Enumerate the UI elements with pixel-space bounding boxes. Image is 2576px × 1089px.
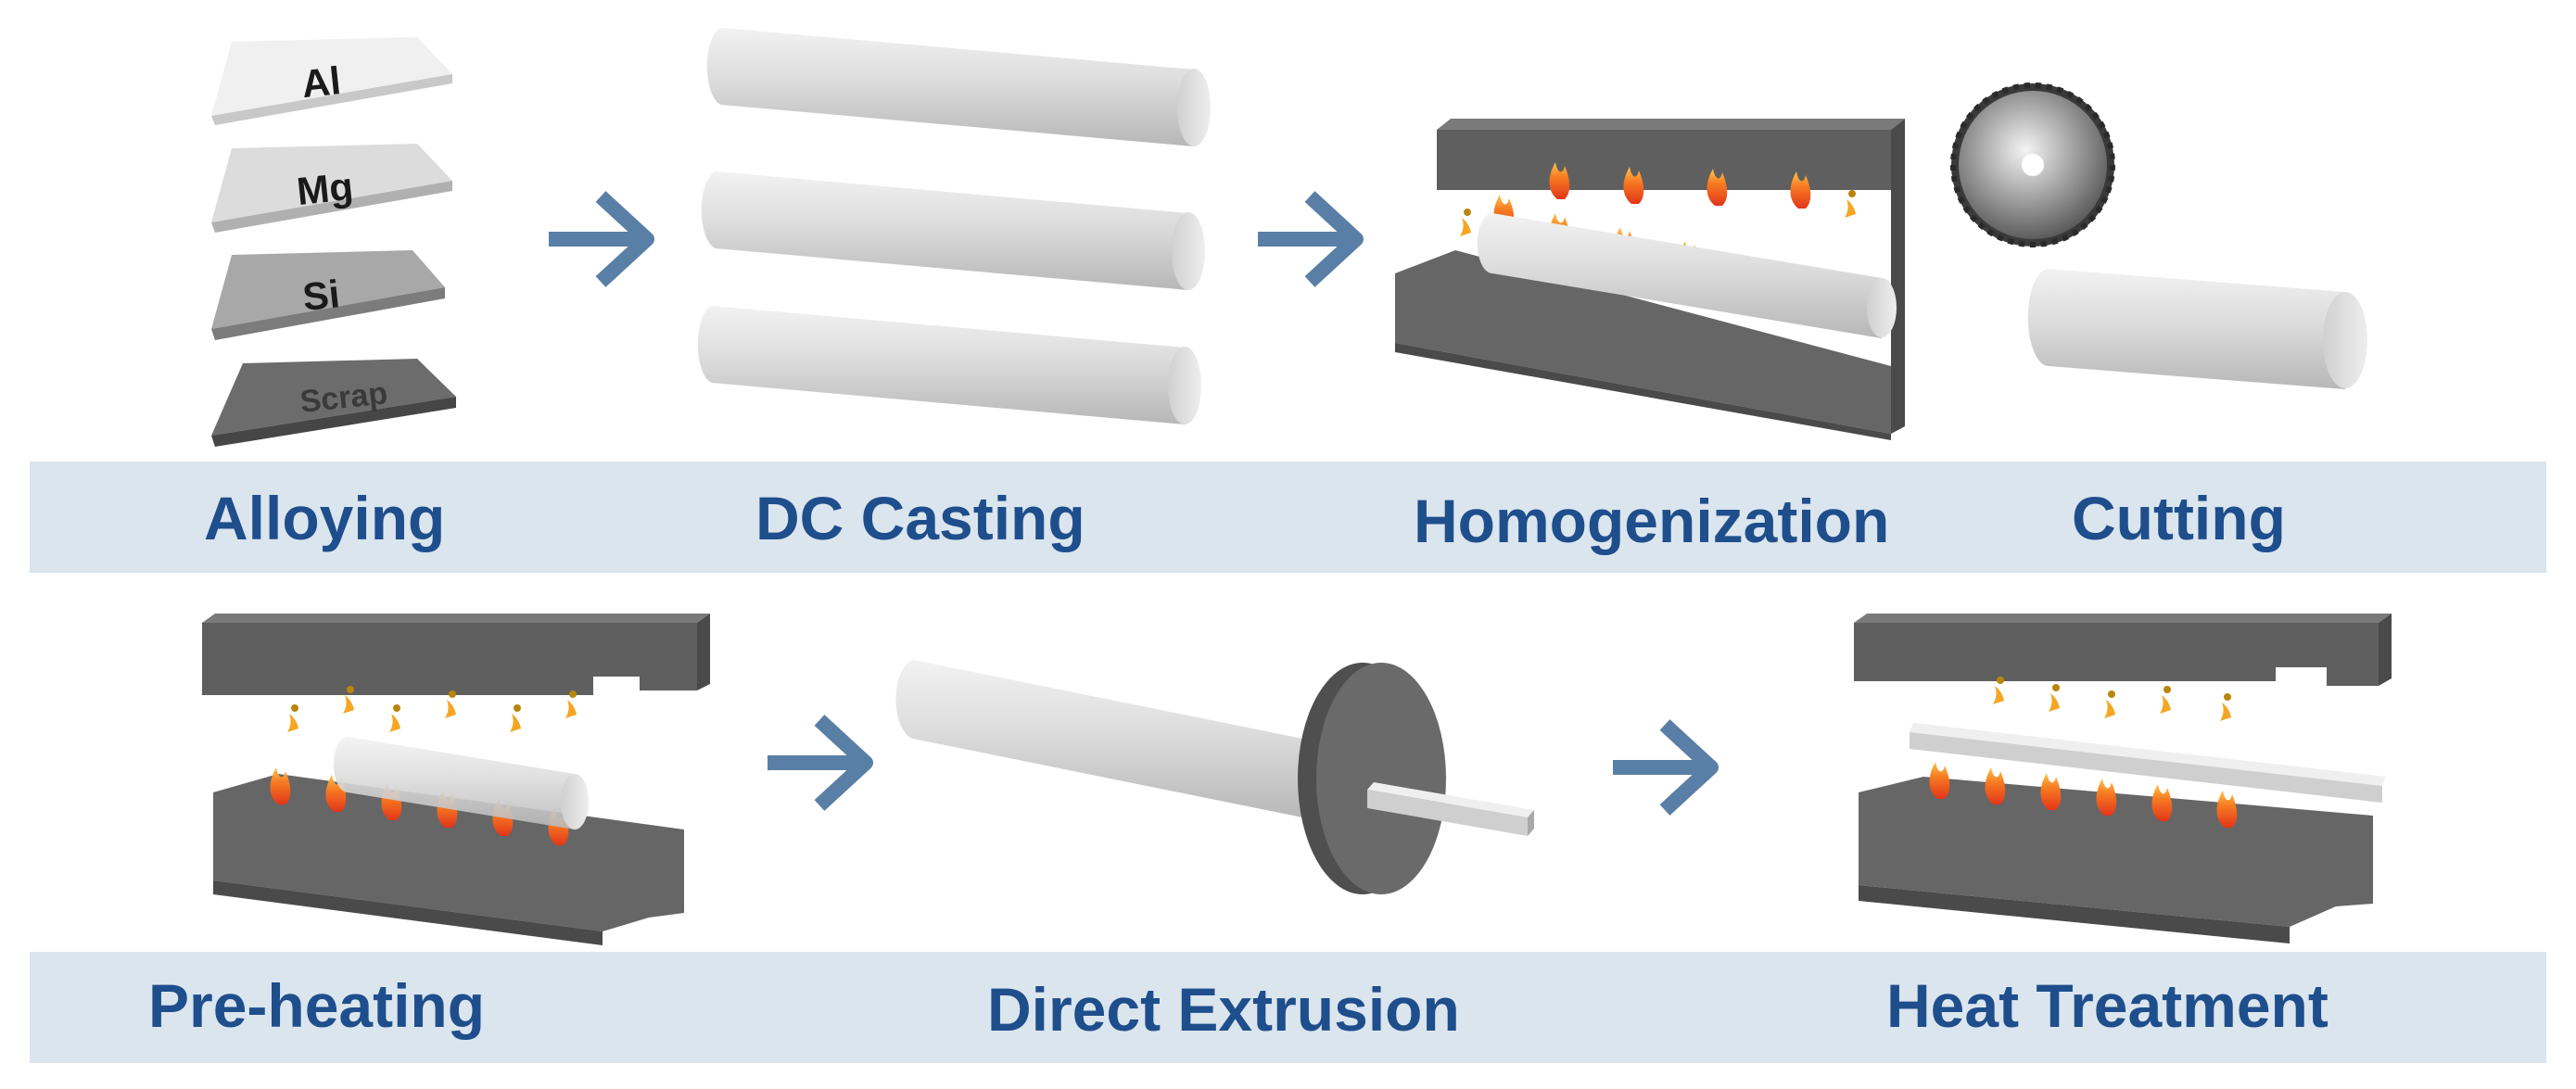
label-dc-casting: DC Casting <box>755 484 1085 552</box>
arrow-right-icon <box>768 715 873 811</box>
heat-treatment-furnace <box>1854 614 2392 943</box>
label-band-bottom <box>30 952 2546 1063</box>
ingot-si: Si <box>211 250 445 340</box>
label-band-top <box>30 462 2546 573</box>
extruded-profile <box>1910 723 2386 803</box>
alloying-ingots: Al Mg Si Scrap <box>211 37 456 447</box>
billet <box>701 171 1205 290</box>
label-alloying: Alloying <box>204 484 445 552</box>
ingot-al: Al <box>211 37 452 125</box>
label-direct-extrusion: Direct Extrusion <box>987 975 1460 1044</box>
direct-extrusion <box>895 660 1534 894</box>
dc-casting-billets <box>697 28 1211 424</box>
billet <box>706 28 1211 146</box>
billet <box>697 306 1201 424</box>
svg-text:Al: Al <box>299 58 343 106</box>
extrusion-die <box>1298 663 1446 894</box>
label-homogenization: Homogenization <box>1414 487 1889 555</box>
label-cutting: Cutting <box>2072 484 2286 552</box>
svg-text:Si: Si <box>300 272 341 319</box>
ingot-scrap: Scrap <box>211 359 456 447</box>
arrow-right-icon <box>549 191 654 287</box>
arrow-right-icon <box>1613 719 1719 816</box>
label-heat-treatment: Heat Treatment <box>1886 971 2329 1040</box>
billet-short <box>2027 269 2367 389</box>
extruded-profile <box>1367 782 1534 836</box>
saw-blade-icon <box>1950 82 2115 247</box>
cutting <box>1950 82 2367 389</box>
preheating-furnace <box>202 614 710 945</box>
svg-text:Mg: Mg <box>295 164 355 213</box>
ingot-mg: Mg <box>211 144 452 233</box>
label-preheating: Pre-heating <box>148 971 485 1040</box>
arrow-right-icon <box>1258 191 1364 287</box>
homogenization-furnace <box>1395 119 1905 440</box>
